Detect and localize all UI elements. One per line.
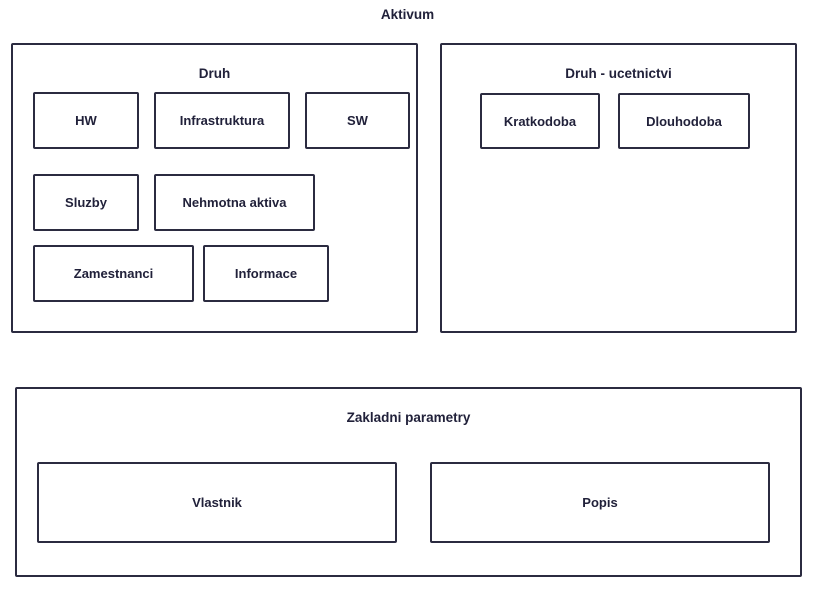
page-title: Aktivum	[380, 7, 435, 22]
option-kratkodoba[interactable]: Kratkodoba	[480, 93, 600, 149]
option-vlastnik[interactable]: Vlastnik	[37, 462, 397, 543]
option-infrastruktura[interactable]: Infrastruktura	[154, 92, 290, 149]
group-druh-ucetnictvi: Druh - ucetnictvi Kratkodoba Dlouhodoba	[440, 43, 797, 333]
option-hw[interactable]: HW	[33, 92, 139, 149]
option-dlouhodoba[interactable]: Dlouhodoba	[618, 93, 750, 149]
group-druh: Druh HW Infrastruktura SW Sluzby Nehmotn…	[11, 43, 418, 333]
option-zamestnanci[interactable]: Zamestnanci	[33, 245, 194, 302]
option-informace[interactable]: Informace	[203, 245, 329, 302]
option-sluzby[interactable]: Sluzby	[33, 174, 139, 231]
option-popis[interactable]: Popis	[430, 462, 770, 543]
group-zakladni-parametry: Zakladni parametry Vlastnik Popis	[15, 387, 802, 577]
group-druh-ucetnictvi-title: Druh - ucetnictvi	[565, 66, 672, 81]
option-sw[interactable]: SW	[305, 92, 410, 149]
group-zakladni-parametry-title: Zakladni parametry	[346, 410, 471, 425]
option-nehmotna-aktiva[interactable]: Nehmotna aktiva	[154, 174, 315, 231]
group-druh-title: Druh	[198, 66, 231, 81]
